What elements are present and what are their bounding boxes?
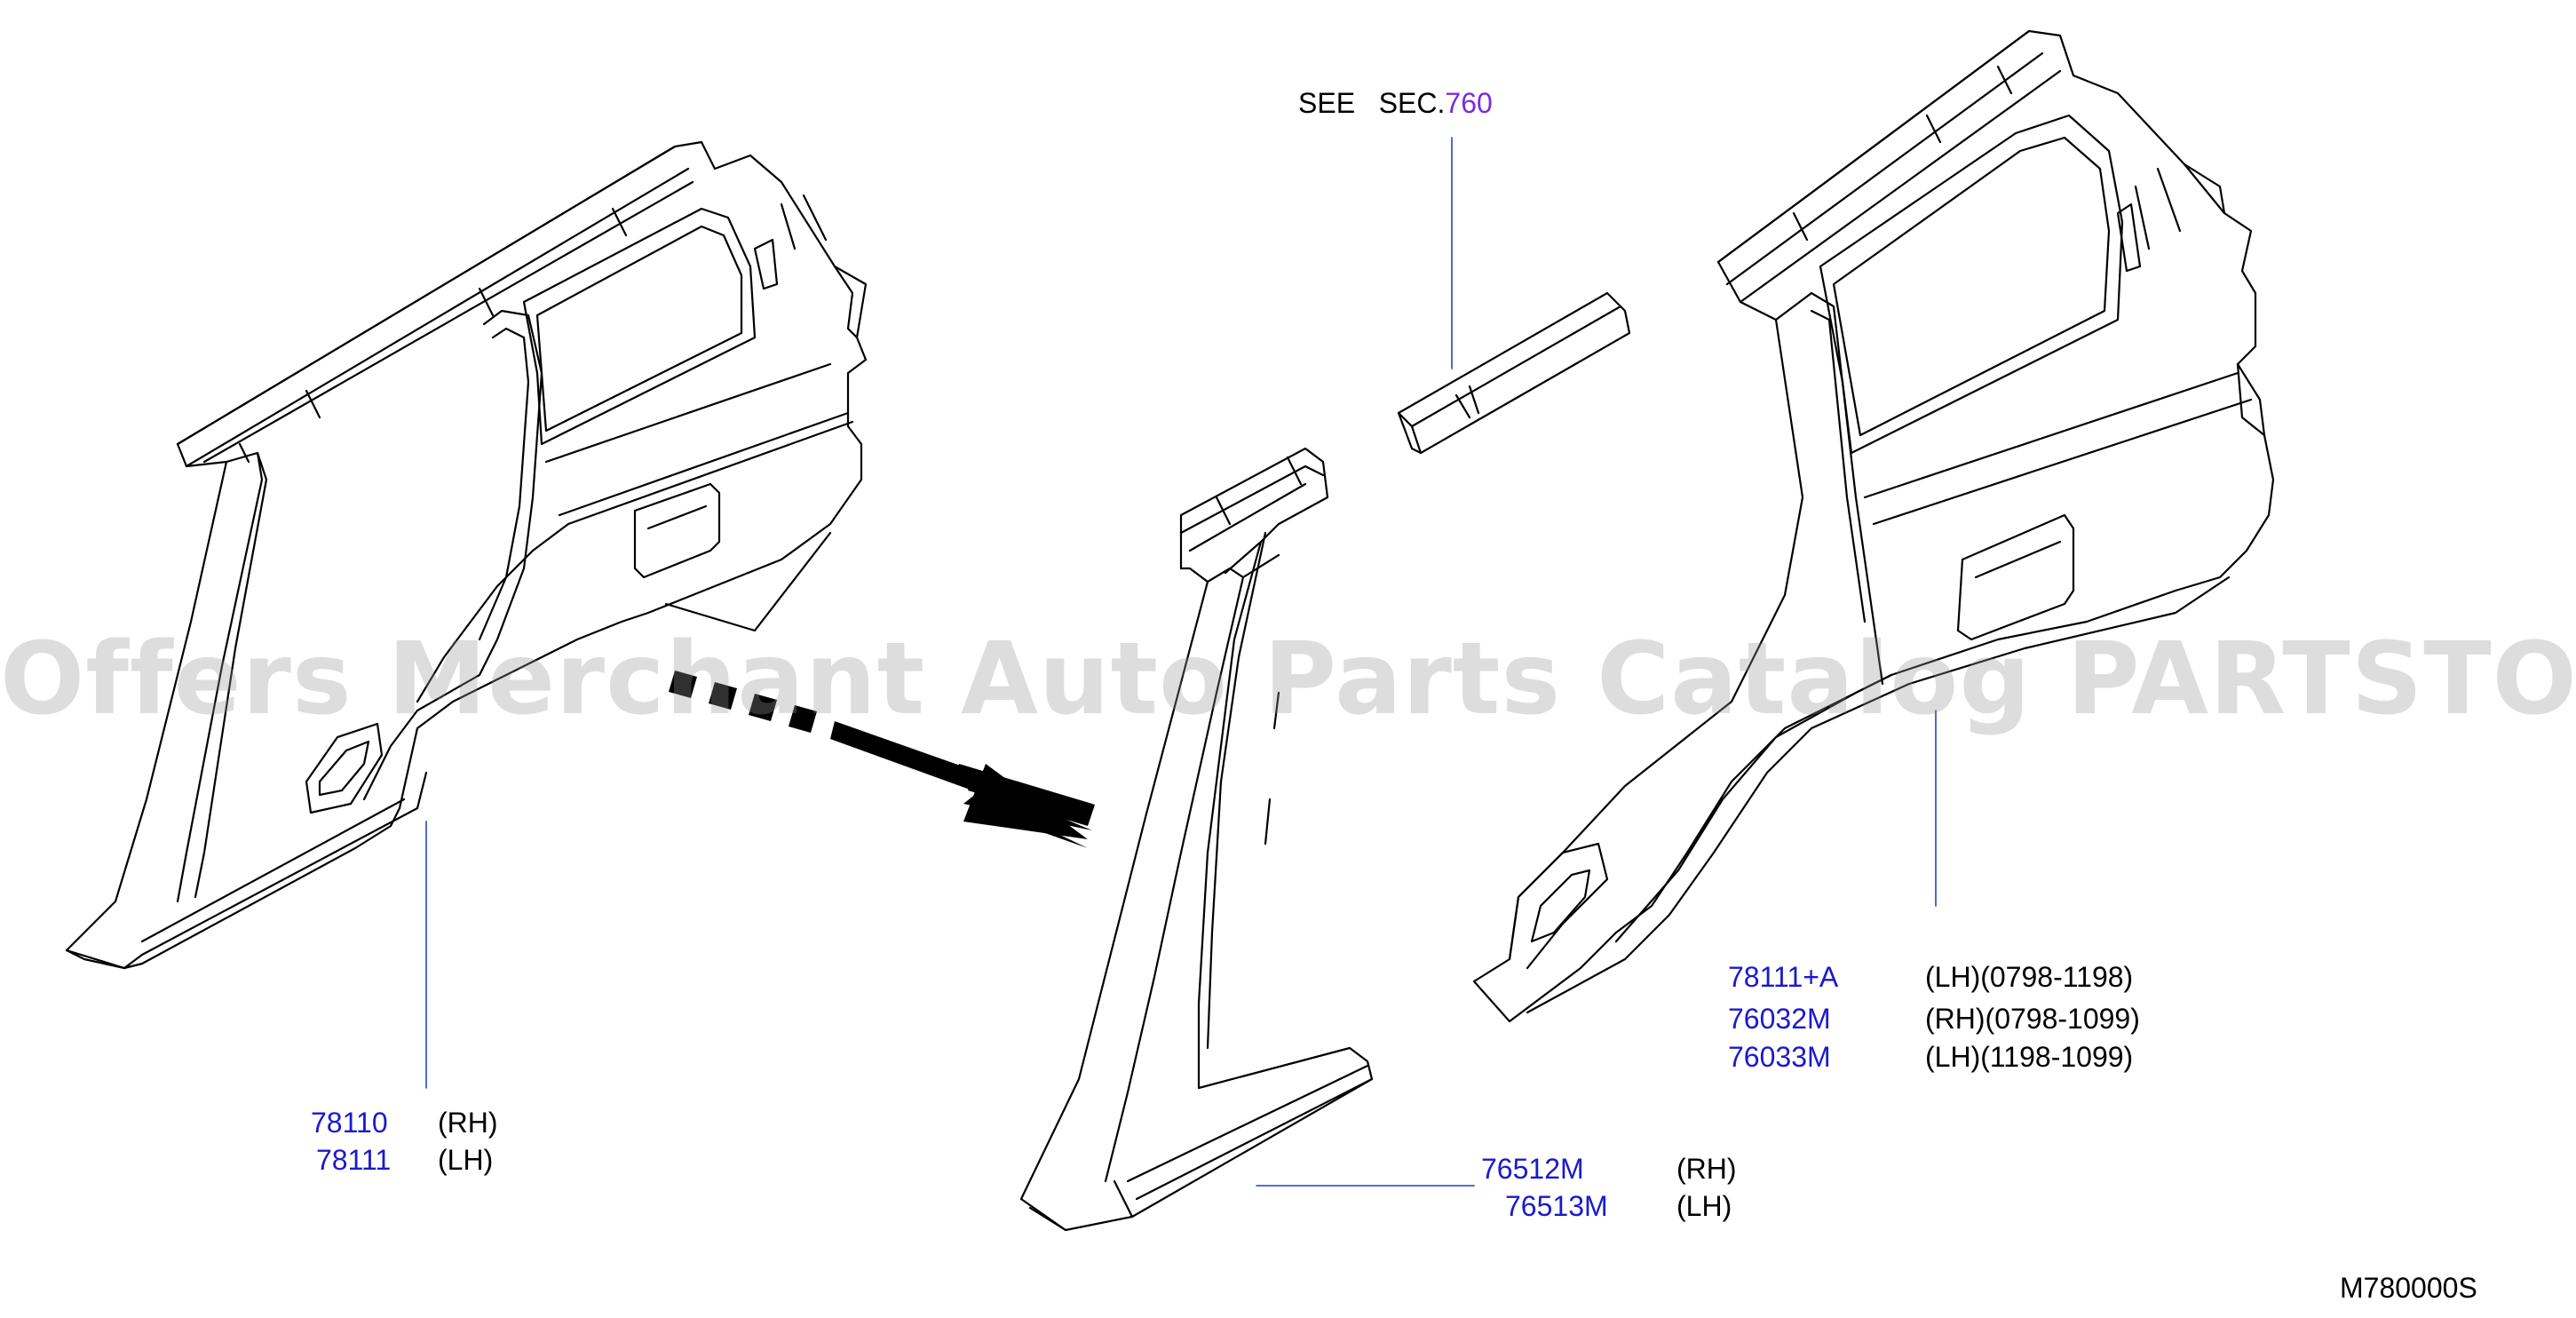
part-side-76513m: (LH) — [1676, 1190, 1732, 1222]
see-section-label: SEE SEC.760 — [1298, 89, 1493, 117]
part-number-76512m[interactable]: 76512M — [1481, 1153, 1584, 1185]
part-side-78110: (RH) — [438, 1107, 498, 1139]
part-number-76032m[interactable]: 76032M — [1728, 1003, 1831, 1035]
part-number-78111[interactable]: 78111 — [316, 1144, 392, 1176]
arrow-head — [830, 721, 1088, 839]
section-prefix: SEC. — [1378, 87, 1446, 119]
roof-trim-strip — [1397, 291, 1631, 455]
part-side-76512m: (RH) — [1676, 1153, 1737, 1185]
part-number-78110[interactable]: 78110 — [311, 1107, 388, 1139]
diagram-code: M780000S — [2340, 1272, 2477, 1304]
part-number-78111a[interactable]: 78111+A — [1728, 961, 1839, 993]
part-side-78111: (LH) — [438, 1144, 494, 1176]
section-number-link[interactable]: 760 — [1445, 87, 1493, 119]
left-side-panel — [65, 140, 868, 970]
center-pillar-part — [1019, 447, 1374, 1232]
part-side-76032m: (RH)(0798-1099) — [1925, 1003, 2140, 1035]
part-side-78111a: (LH)(0798-1198) — [1925, 961, 2134, 993]
leader-lines — [425, 137, 1937, 1187]
part-number-76033m[interactable]: 76033M — [1728, 1041, 1831, 1073]
right-side-panel — [1472, 29, 2275, 1023]
part-number-76513m[interactable]: 76513M — [1505, 1190, 1608, 1222]
part-side-76033m: (LH)(1198-1099) — [1925, 1041, 2134, 1073]
see-prefix: SEE — [1298, 87, 1356, 119]
